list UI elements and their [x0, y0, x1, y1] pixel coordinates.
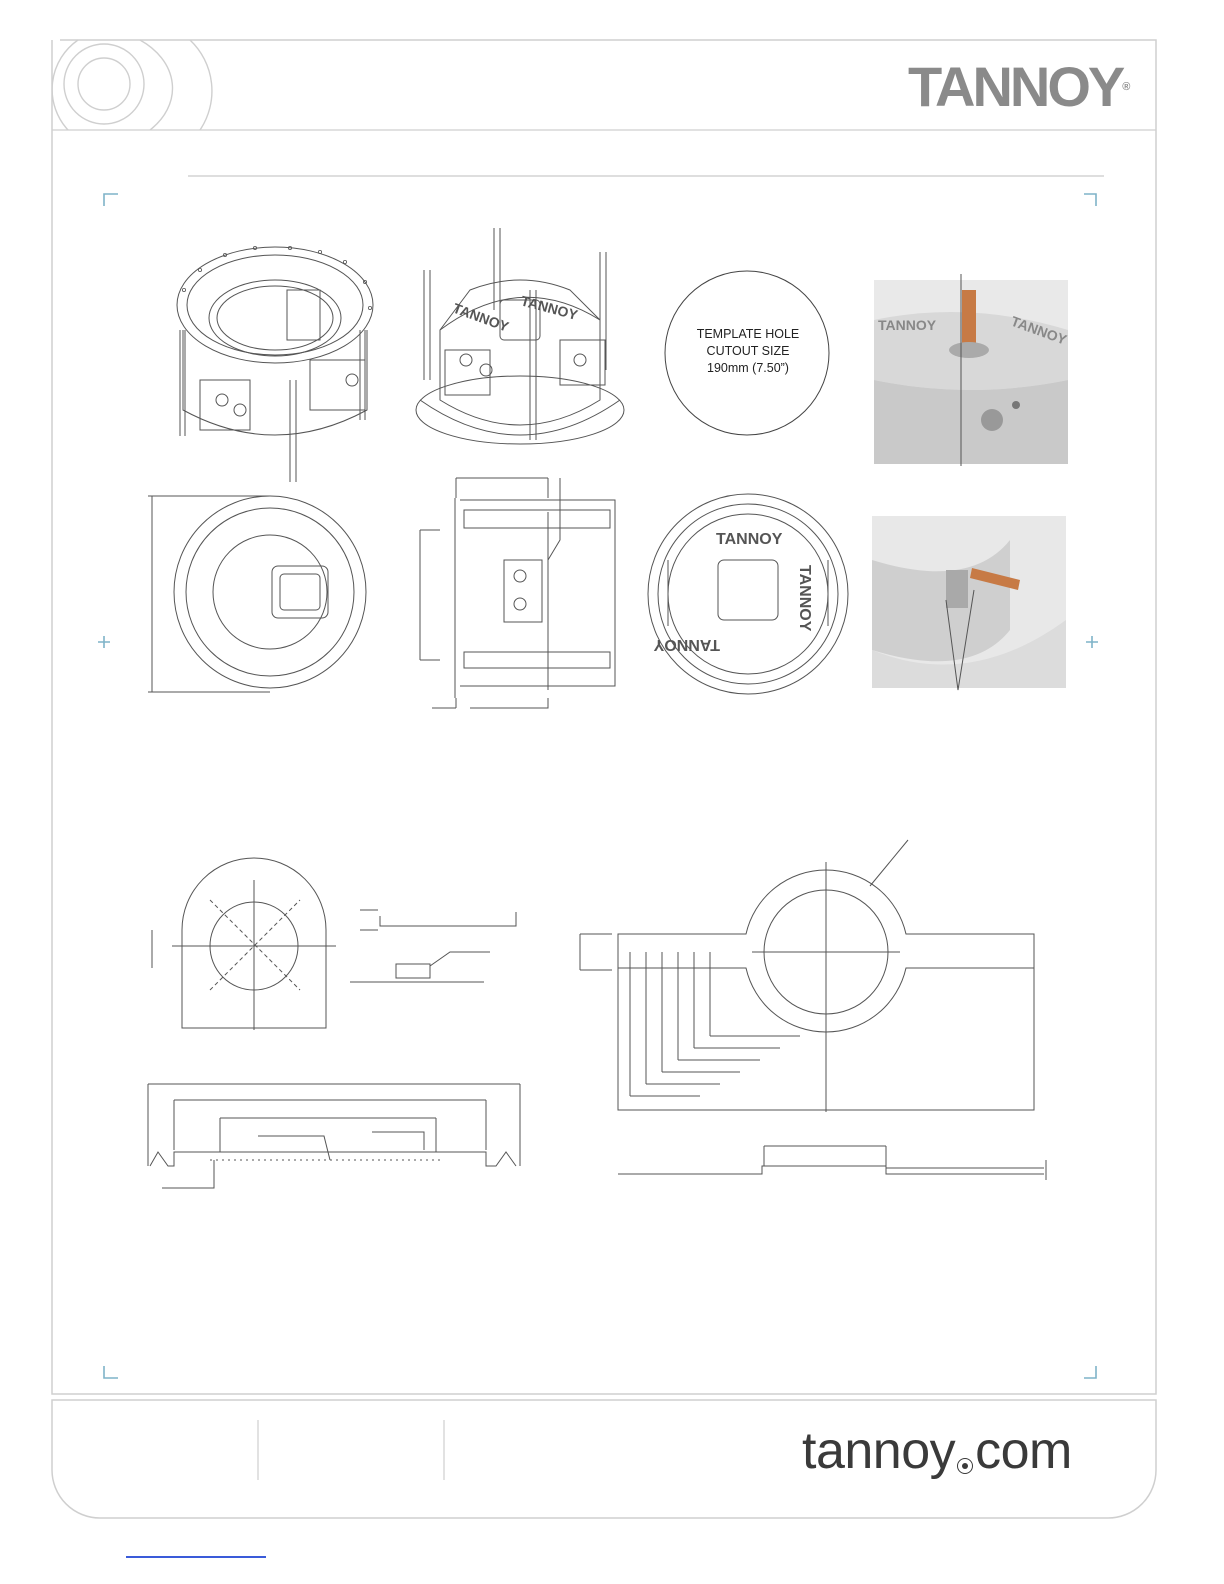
- tile-bracket-drawing: [152, 858, 336, 1030]
- conduit-top-photo: TANNOY TANNOY: [874, 280, 1070, 464]
- conduit-side-photo: [872, 516, 1066, 688]
- top-view-drawing: TANNOY TANNOY TANNOY: [648, 494, 848, 694]
- hyperlink-underline[interactable]: [126, 1556, 266, 1558]
- svg-text:TANNOY: TANNOY: [878, 317, 937, 333]
- large-bracket-drawing: [580, 840, 1046, 1180]
- svg-text:TANNOY: TANNOY: [653, 636, 720, 653]
- url-part2: com: [975, 1422, 1072, 1480]
- closed-can-isometric-drawing: TANNOY TANNOY: [416, 228, 624, 444]
- template-hole-line1: TEMPLATE HOLE: [666, 326, 830, 343]
- svg-text:TANNOY: TANNOY: [796, 565, 813, 632]
- url-part1: tannoy: [802, 1422, 955, 1480]
- svg-text:TANNOY: TANNOY: [519, 292, 580, 323]
- side-view-drawing: [420, 478, 615, 708]
- tannoy-dot-icon: [957, 1458, 973, 1474]
- rail-bar-drawing: [148, 1084, 520, 1188]
- footer-website-link[interactable]: tannoy com: [802, 1418, 1122, 1488]
- tile-profile-drawing: [350, 910, 516, 982]
- template-hole-line2: CUTOUT SIZE: [666, 343, 830, 360]
- template-hole-line3: 190mm (7.50”): [666, 360, 830, 377]
- svg-text:TANNOY: TANNOY: [451, 300, 512, 335]
- front-view-drawing: [148, 496, 366, 692]
- svg-text:TANNOY: TANNOY: [716, 531, 783, 548]
- back-can-isometric-drawing: [177, 246, 373, 482]
- template-hole-label: TEMPLATE HOLE CUTOUT SIZE 190mm (7.50”): [666, 326, 830, 377]
